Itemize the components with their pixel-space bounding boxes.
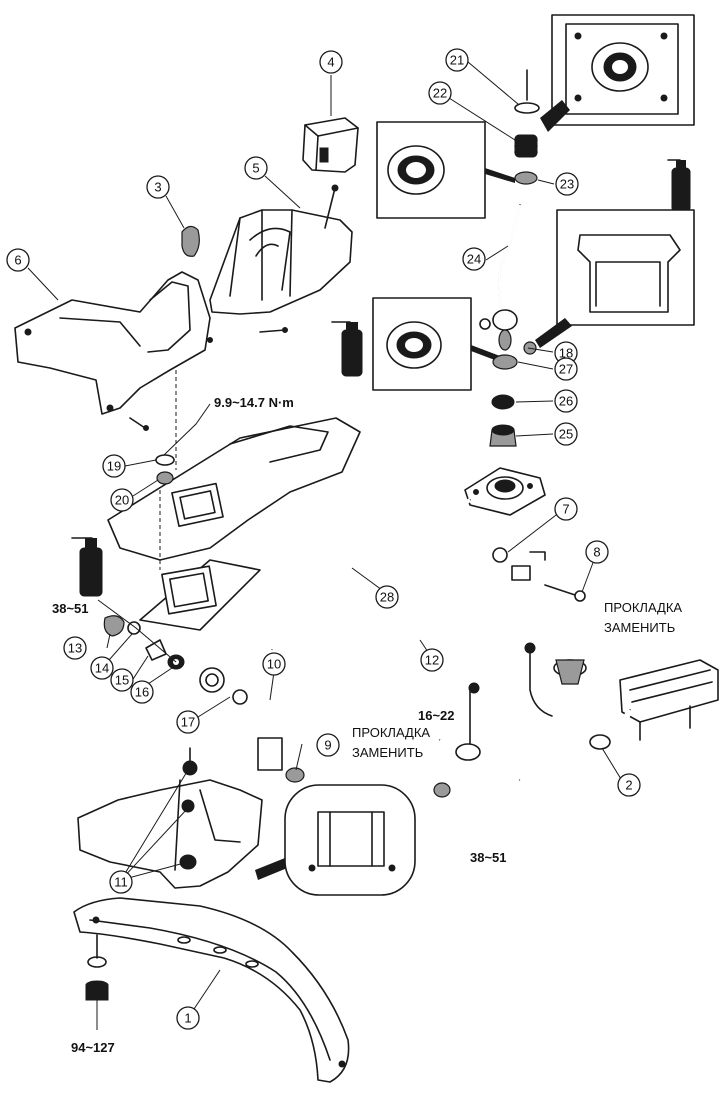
svg-text:19: 19 — [107, 459, 121, 474]
svg-text:10: 10 — [267, 657, 281, 672]
callout-14: 14 — [90, 656, 114, 680]
svg-text:7: 7 — [562, 502, 569, 517]
svg-text:8: 8 — [593, 545, 600, 560]
grease-tube-left — [71, 537, 103, 597]
torque-38-51-right: 38~51 — [470, 850, 507, 865]
part-exhaust-system — [433, 642, 719, 804]
annotations: 9.9~14.7 N·m 38~51 16~22 38~51 94~127 ПР… — [52, 395, 682, 1055]
callout-16: 16 — [130, 680, 154, 704]
svg-text:18: 18 — [559, 346, 573, 361]
callout-3: 3 — [146, 175, 170, 199]
callouts: 4 5 3 6 21 22 23 24 18 27 26 25 19 20 7 … — [6, 48, 641, 1030]
callout-19: 19 — [102, 454, 126, 478]
svg-text:28: 28 — [380, 590, 394, 605]
svg-text:13: 13 — [68, 641, 82, 656]
svg-text:3: 3 — [154, 180, 161, 195]
grease-tube-mid — [331, 321, 363, 377]
note-gasket-replace-top-line1: ПРОКЛАДКА — [604, 600, 682, 615]
torque-9-9-14-7: 9.9~14.7 N·m — [214, 395, 294, 410]
callout-20: 20 — [110, 488, 134, 512]
inset-upper-bushing — [376, 121, 515, 219]
svg-text:15: 15 — [115, 673, 129, 688]
svg-text:6: 6 — [14, 253, 21, 268]
callout-7: 7 — [554, 497, 578, 521]
part-console-bracket — [14, 271, 213, 431]
inset-lower-bushing — [372, 297, 500, 391]
part-extension-bar — [199, 498, 472, 693]
callout-23: 23 — [555, 172, 579, 196]
part-floor-tunnel — [107, 370, 361, 631]
part-lever-bushings — [489, 354, 518, 447]
callout-6: 6 — [6, 248, 30, 272]
part-console-top — [209, 184, 353, 333]
svg-text:21: 21 — [450, 53, 464, 68]
part-rod-hardware — [97, 599, 185, 670]
callout-5: 5 — [244, 156, 268, 180]
callout-28: 28 — [375, 585, 399, 609]
svg-text:27: 27 — [559, 362, 573, 377]
svg-text:16: 16 — [135, 685, 149, 700]
svg-text:12: 12 — [425, 653, 439, 668]
grease-tube-top — [667, 159, 691, 213]
inset-cover-plate — [540, 14, 695, 132]
svg-text:23: 23 — [560, 177, 574, 192]
part-shifter-top-stack — [514, 69, 540, 185]
svg-text:20: 20 — [115, 493, 129, 508]
part-shift-knob — [302, 117, 359, 173]
inset-gate-housing — [523, 209, 695, 355]
part-crossmember — [73, 897, 350, 1083]
svg-text:26: 26 — [559, 394, 573, 409]
callout-22: 22 — [428, 81, 452, 105]
note-gasket-replace-top-line2: ЗАМЕНИТЬ — [604, 620, 675, 635]
svg-text:22: 22 — [433, 86, 447, 101]
callout-27: 27 — [554, 357, 578, 381]
callout-24: 24 — [462, 247, 486, 271]
svg-text:4: 4 — [327, 55, 334, 70]
svg-text:25: 25 — [559, 427, 573, 442]
callout-8: 8 — [585, 540, 609, 564]
callout-12: 12 — [420, 648, 444, 672]
part-crossmember-bolt — [85, 934, 109, 1030]
callout-2: 2 — [617, 773, 641, 797]
part-bolt-washers — [155, 454, 175, 485]
svg-text:2: 2 — [625, 778, 632, 793]
svg-text:11: 11 — [114, 875, 128, 890]
callout-15: 15 — [110, 668, 134, 692]
callout-10: 10 — [262, 652, 286, 676]
svg-text:17: 17 — [181, 715, 195, 730]
torque-94-127: 94~127 — [71, 1040, 115, 1055]
torque-38-51-left: 38~51 — [52, 601, 89, 616]
svg-text:5: 5 — [252, 161, 259, 176]
note-gasket-replace-mid-line2: ЗАМЕНИТЬ — [352, 745, 423, 760]
svg-text:14: 14 — [95, 661, 109, 676]
svg-text:9: 9 — [324, 738, 331, 753]
inset-mount-bracket — [284, 784, 416, 896]
callout-21: 21 — [445, 48, 469, 72]
callout-13: 13 — [63, 636, 87, 660]
note-gasket-replace-mid-line1: ПРОКЛАДКА — [352, 725, 430, 740]
callout-25: 25 — [554, 422, 578, 446]
part-boot-knob — [181, 225, 200, 257]
part-shifter-base — [464, 467, 546, 516]
svg-text:24: 24 — [467, 252, 481, 267]
callout-11: 11 — [109, 870, 133, 894]
part-shift-lever — [479, 204, 521, 351]
callout-26: 26 — [554, 389, 578, 413]
callout-1: 1 — [176, 1006, 200, 1030]
callout-4: 4 — [319, 50, 343, 74]
callout-17: 17 — [176, 710, 200, 734]
torque-16-22: 16~22 — [418, 708, 455, 723]
callout-9: 9 — [316, 733, 340, 757]
svg-text:1: 1 — [184, 1011, 191, 1026]
